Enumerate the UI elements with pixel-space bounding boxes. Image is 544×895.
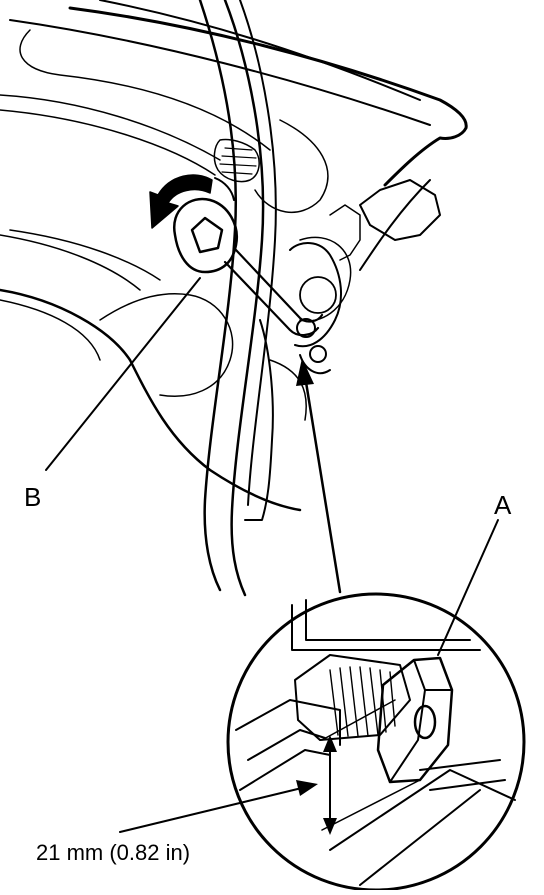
support-rod <box>198 0 277 597</box>
curved-arrow-icon <box>149 174 235 229</box>
hex-nut-icon <box>376 656 454 784</box>
dimension-arrow <box>321 699 421 835</box>
hood-inner-edge <box>329 179 441 271</box>
label-b-leader <box>45 277 201 471</box>
dimension-leader <box>119 780 318 833</box>
callout-label-a: A <box>494 490 512 520</box>
hood-panel <box>0 0 468 512</box>
detail-magnifier <box>226 592 526 892</box>
label-a-leader <box>437 519 499 656</box>
callout-label-b: B <box>24 482 42 512</box>
wrench-icon <box>172 197 331 375</box>
callout-arrow <box>296 358 342 594</box>
dimension-label: 21 mm (0.82 in) <box>36 840 191 865</box>
hinge-bracket <box>213 138 342 521</box>
